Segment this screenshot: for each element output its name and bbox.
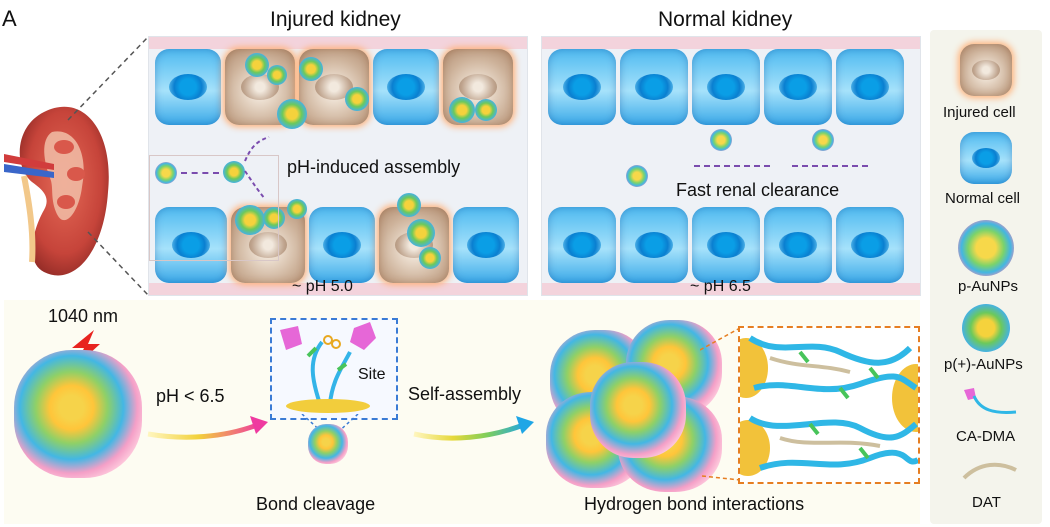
p-plus-aunp-cluster xyxy=(407,219,435,247)
legend-label-ca-dma: CA-DMA xyxy=(956,428,1016,445)
panel-letter: A xyxy=(2,6,17,31)
p-plus-aunp-cluster xyxy=(419,247,441,269)
dat-icon xyxy=(962,462,1017,480)
p-plus-aunp-particle xyxy=(223,161,245,183)
ph-arrow xyxy=(147,416,268,440)
curved-arrows xyxy=(244,136,270,200)
site-molecules-icon xyxy=(280,322,376,413)
arrow-dashed xyxy=(694,165,770,167)
p-plus-aunp-cluster xyxy=(287,199,307,219)
injured-kidney-title: Injured kidney xyxy=(270,8,401,31)
p-plus-aunp-cluster xyxy=(245,53,269,77)
normal-cell xyxy=(764,49,832,125)
normal-cell xyxy=(620,49,688,125)
p-plus-aunp-icon xyxy=(962,304,1010,352)
hydrogen-bond-network xyxy=(740,335,918,476)
self-assembly-arrow xyxy=(413,416,534,441)
p-aunp-particle xyxy=(626,165,648,187)
p-plus-aunp-cluster xyxy=(277,99,307,129)
bond-cleavage-label: Bond cleavage xyxy=(256,494,376,514)
normal-kidney-panel: Fast renal clearance xyxy=(541,36,921,296)
p-aunp-icon xyxy=(958,220,1014,276)
vessel-wall-top xyxy=(149,37,527,49)
normal-cell xyxy=(620,207,688,283)
normal-cell xyxy=(692,207,760,283)
cell-row-top xyxy=(548,49,914,125)
self-assembly-label: Self-assembly xyxy=(408,384,522,404)
normal-kidney-title: Normal kidney xyxy=(658,8,793,31)
normal-cell xyxy=(764,207,832,283)
inset-box xyxy=(149,155,279,261)
site-label: Site xyxy=(358,366,386,383)
p-plus-aunp-cluster xyxy=(235,205,265,235)
p-plus-aunp-cluster xyxy=(263,207,285,229)
ca-dma-icon xyxy=(964,388,1017,414)
assembled-cluster xyxy=(590,362,686,458)
ph-condition-label: pH < 6.5 xyxy=(156,386,225,406)
p-plus-aunp-cluster xyxy=(267,65,287,85)
normal-cell xyxy=(309,207,375,283)
legend-label-dat: DAT xyxy=(972,494,1001,511)
normal-cell xyxy=(155,49,221,125)
arrow-dashed xyxy=(181,172,219,174)
injured-ph-label: ~ pH 5.0 xyxy=(292,278,353,295)
normal-cell-icon xyxy=(960,132,1012,184)
vessel-wall-bottom xyxy=(149,283,527,295)
normal-cell xyxy=(453,207,519,283)
legend-label-p-aunps: p-AuNPs xyxy=(958,278,1019,295)
vessel-wall-top xyxy=(542,37,920,49)
p-plus-aunp-cluster xyxy=(475,99,497,121)
normal-ph-label: ~ pH 6.5 xyxy=(690,278,751,295)
p-aunp-particle xyxy=(812,129,834,151)
zoom-lines xyxy=(67,36,149,296)
p-aunp-particle xyxy=(710,129,732,151)
legend-label-injured-cell: Injured cell xyxy=(943,104,1016,121)
p-plus-aunp-cluster xyxy=(345,87,369,111)
vessel-wall-bottom xyxy=(542,283,920,295)
arrow-dashed xyxy=(792,165,868,167)
legend-panel xyxy=(930,30,1042,524)
p-plus-aunp-particle xyxy=(308,424,348,464)
hydrogen-bond-label: Hydrogen bond interactions xyxy=(584,494,805,514)
zoom-lines-orange xyxy=(700,327,741,481)
legend-label-p-plus-aunps: p(+)-AuNPs xyxy=(944,356,1023,373)
p-plus-aunp-cluster xyxy=(449,97,475,123)
legend-label-normal-cell: Normal cell xyxy=(945,190,1021,207)
normal-cell xyxy=(836,49,904,125)
p-plus-aunp-cluster xyxy=(299,57,323,81)
assembly-label: pH-induced assembly xyxy=(287,157,461,177)
normal-cell xyxy=(836,207,904,283)
hydrogen-bond-zoom-box xyxy=(738,326,920,484)
clearance-label: Fast renal clearance xyxy=(676,180,840,200)
wavelength-label: 1040 nm xyxy=(48,306,119,326)
p-aunp-particle xyxy=(155,162,177,184)
normal-cell xyxy=(373,49,439,125)
normal-cell xyxy=(548,49,616,125)
p-plus-aunp-cluster xyxy=(397,193,421,217)
laser-bolt-icon xyxy=(72,330,100,366)
kidney-icon xyxy=(4,106,109,276)
normal-cell xyxy=(548,207,616,283)
normal-cell xyxy=(155,207,227,283)
injured-cell-icon xyxy=(960,44,1012,96)
cell-row-bottom xyxy=(548,207,914,283)
normal-cell xyxy=(692,49,760,125)
p-aunp-large xyxy=(14,350,142,478)
injured-kidney-panel: pH-induced assembly xyxy=(148,36,528,296)
